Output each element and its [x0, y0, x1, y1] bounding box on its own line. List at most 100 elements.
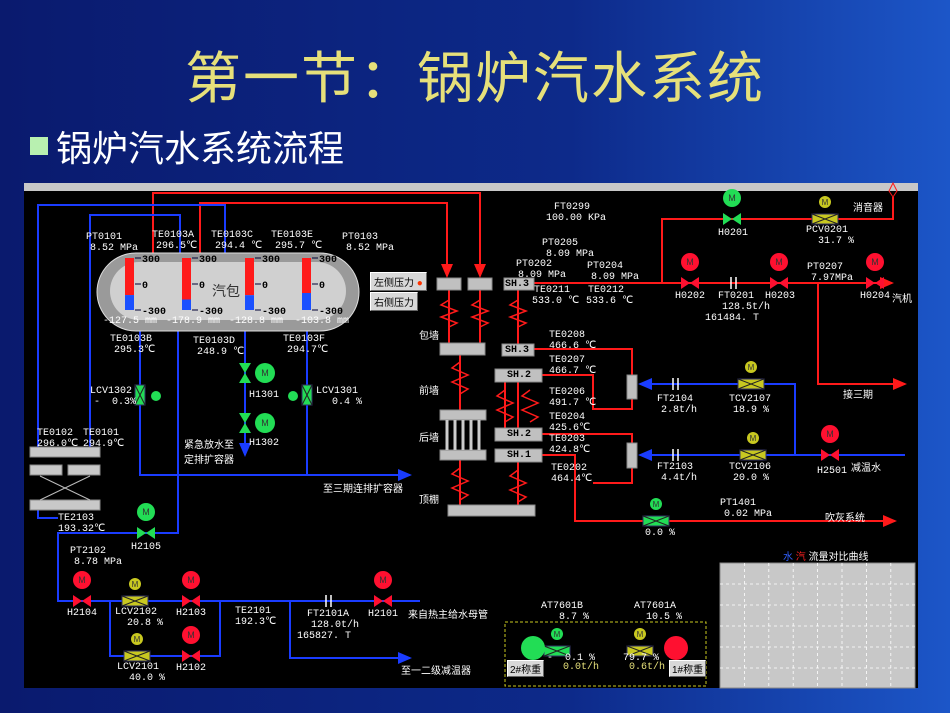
valve-at7601a[interactable]: M	[626, 628, 654, 657]
tag-h2101: H2101	[368, 609, 399, 620]
valve-at7601b[interactable]: M	[543, 628, 571, 657]
weigh-b-flow: 0.0t/h	[563, 662, 600, 673]
valve-soot-blowing[interactable]: M	[642, 498, 670, 527]
motor-letter: M	[554, 630, 561, 639]
motor-letter: M	[261, 368, 269, 378]
alarm-dot-icon: ●	[416, 278, 423, 289]
valve-h0203[interactable]: M	[770, 253, 788, 289]
dest-to-desuperheater: 至一二级减温器	[401, 666, 471, 677]
dest-emergency-drain-2: 定排扩容器	[184, 455, 234, 466]
valve-tcv2106[interactable]: M	[739, 432, 767, 461]
motor-icon	[745, 361, 757, 373]
drum-vessel	[96, 252, 360, 332]
motor-icon	[747, 432, 759, 444]
left-pressure-button[interactable]: 左侧压力 ●	[370, 272, 427, 291]
scale-tick: 0	[142, 281, 148, 292]
valve-pcv0201[interactable]: M	[811, 196, 839, 225]
motor-letter: M	[822, 198, 829, 207]
motor-letter: M	[78, 575, 86, 585]
valve-h2103[interactable]: M	[182, 571, 200, 607]
weigh-2-button[interactable]: 2#称重	[507, 660, 545, 677]
motor-letter: M	[750, 434, 757, 443]
tag-h2103: H2103	[176, 608, 207, 619]
scale-tick: 300	[142, 255, 160, 266]
motor-1-icon[interactable]	[664, 636, 688, 660]
steam-pipes	[152, 192, 907, 527]
motor-icon	[255, 363, 275, 383]
slide-title: 第一节：锅炉汽水系统	[185, 49, 765, 111]
level-bar-water	[125, 295, 134, 310]
weigh-a-flow: 0.6t/h	[629, 662, 666, 673]
valves[interactable]: M M M M M M M M M M M M M M M M M M M M	[73, 189, 884, 662]
motor-letter: M	[637, 630, 644, 639]
scale-tick: -300	[142, 307, 166, 318]
scale-tick: 0	[262, 281, 268, 292]
sh3-label: SH.3	[505, 345, 530, 356]
valve-h2101[interactable]: M	[374, 571, 392, 607]
dest-emergency-drain: 紧急放水至	[184, 440, 234, 451]
valve-h0204[interactable]: M	[866, 253, 884, 289]
valve-lcv2101[interactable]: M	[123, 633, 151, 662]
scale-tick: 300	[319, 255, 337, 266]
valve-h2104[interactable]: M	[73, 571, 91, 607]
valve-h2501[interactable]: M	[821, 425, 839, 461]
tag-h2102: H2102	[176, 663, 207, 674]
motor-icon	[723, 189, 741, 207]
valve-h2102[interactable]: M	[182, 626, 200, 662]
valve-lcv1302[interactable]	[134, 384, 161, 406]
valve-h0201[interactable]: M	[723, 189, 741, 225]
motor-icon	[634, 628, 646, 640]
valve-h0202[interactable]: M	[681, 253, 699, 289]
superheater-headers	[436, 277, 638, 517]
valve-lcv2102[interactable]: M	[121, 578, 149, 607]
motor-icon	[681, 253, 699, 271]
dest-desuperheat-water: 减温水	[851, 463, 881, 474]
weigh-1-button[interactable]: 1#称重	[669, 660, 707, 677]
label-ding-peng: 顶棚	[419, 495, 439, 506]
dest-phase3: 接三期	[843, 390, 873, 401]
valve-h2105[interactable]: M	[137, 503, 155, 539]
valve-lcv1301[interactable]	[288, 384, 313, 406]
right-pressure-button[interactable]: 右侧压力	[370, 292, 418, 311]
tag-lcv1302: LCV1302- 0.3%	[90, 386, 137, 408]
motor-icon	[866, 253, 884, 271]
level-bar-steam	[302, 258, 311, 293]
tag-h2104: H2104	[67, 608, 98, 619]
dest-soot-blowing: 吹灰系统	[825, 513, 865, 524]
motor-2-icon[interactable]	[521, 636, 545, 660]
motor-letter: M	[261, 418, 269, 428]
level-bar: 300 0 -300	[125, 255, 166, 318]
motor-icon	[137, 503, 155, 521]
left-pressure-label: 左侧压力	[374, 278, 414, 289]
valve-tcv2107[interactable]: M	[737, 361, 765, 390]
slide-subtitle: 锅炉汽水系统流程	[30, 120, 344, 172]
superheater-coils	[438, 299, 540, 503]
motor-letter: M	[187, 630, 195, 640]
motor-icon	[131, 633, 143, 645]
drum-level-4: -103.8 mm	[295, 316, 350, 327]
sh2-upper-label: SH.2	[507, 370, 532, 381]
drum-level-2: -178.9 mm	[166, 316, 221, 327]
tag-h0202: H0202	[675, 291, 706, 302]
valve-h1301[interactable]: M	[239, 363, 275, 383]
motor-letter: M	[686, 257, 694, 267]
motor-icon	[770, 253, 788, 271]
valve-h1302[interactable]: M	[239, 413, 275, 433]
